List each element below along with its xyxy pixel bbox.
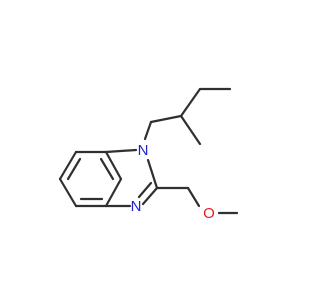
structure-diagram: N N O <box>58 87 239 222</box>
bond-c7a-n1 <box>104 148 138 154</box>
bond-ring-2 <box>58 150 78 181</box>
bond-ring-6-inner <box>99 157 115 181</box>
bond-ring-6 <box>104 150 123 181</box>
bond-ch-ch2b <box>179 87 202 118</box>
bond-c2-n3-double <box>137 181 153 199</box>
bond-ring-3 <box>58 177 78 208</box>
atom-n1-label: N <box>138 142 149 159</box>
bond-n1-ch2 <box>143 120 153 141</box>
bond-ring-2-inner <box>66 157 82 181</box>
bond-n1-c2 <box>146 158 159 190</box>
molecule-canvas: N N O <box>58 87 239 222</box>
atom-n3-label: N <box>131 198 142 215</box>
bond-ch2-o <box>186 186 201 208</box>
bond-ring-5 <box>104 177 123 208</box>
bond-c2-n3 <box>141 186 159 206</box>
bond-ch2-ch <box>149 114 183 124</box>
bond-ch-methyl <box>179 114 202 146</box>
atom-o-label: O <box>203 205 215 222</box>
